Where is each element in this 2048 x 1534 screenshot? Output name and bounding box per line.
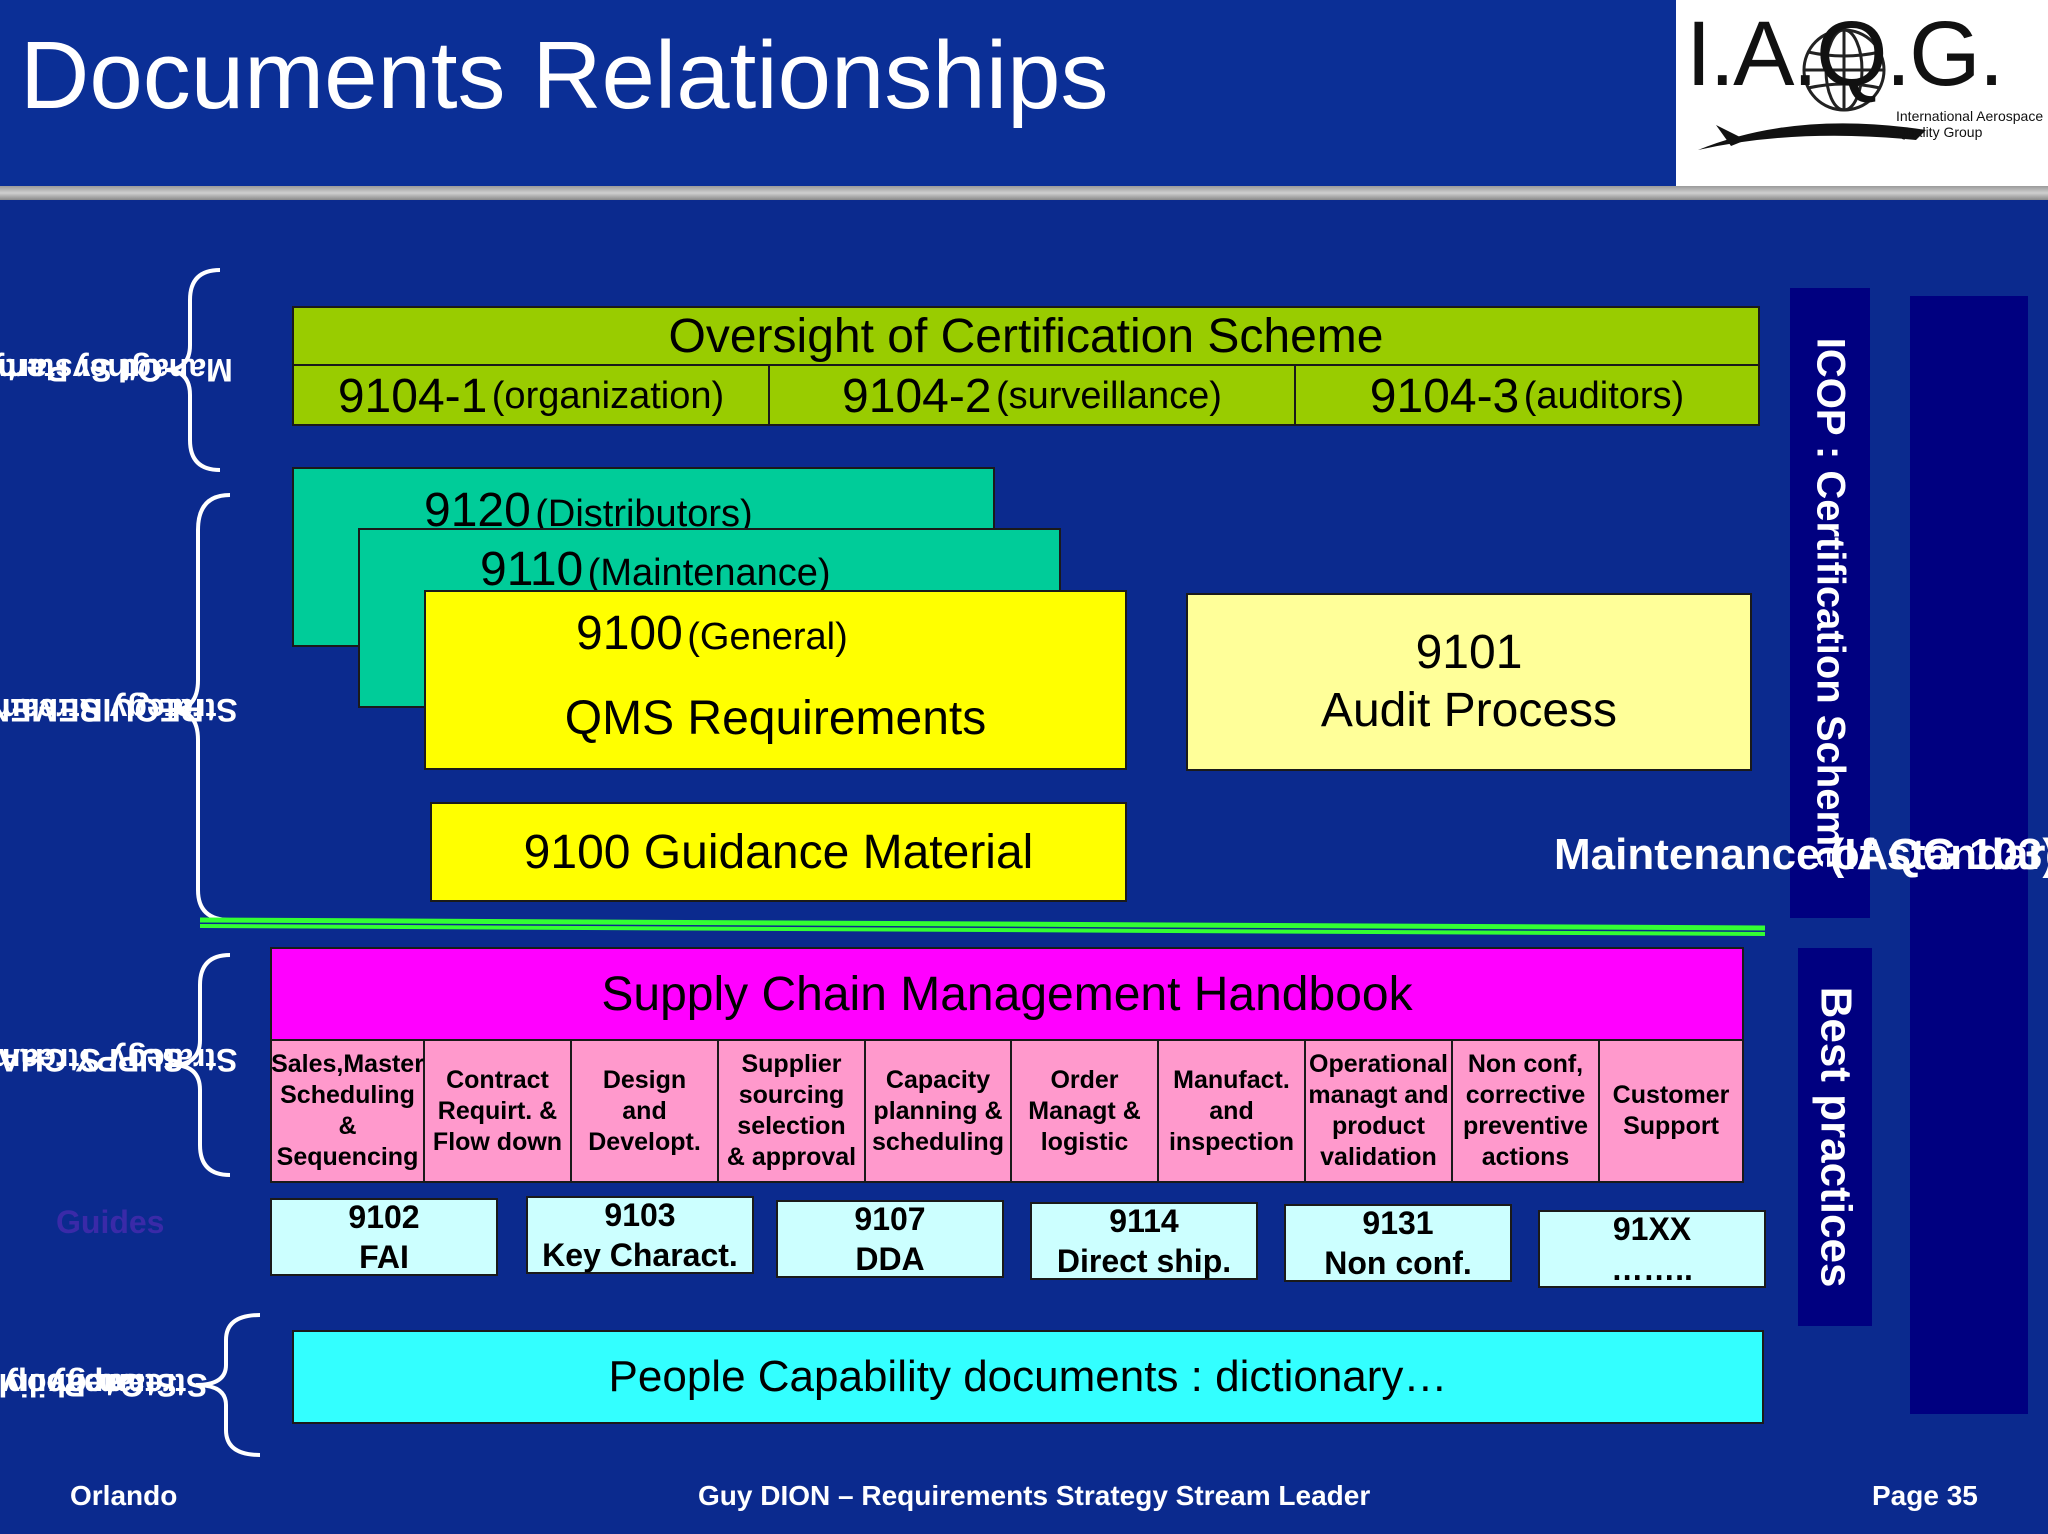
guides-label: Guides	[56, 1204, 165, 1240]
general-box: 9100 (General) QMS Requirements	[424, 590, 1127, 770]
oversight-title: Oversight of Certification Scheme	[668, 309, 1384, 363]
guide-desc: Non conf.	[1324, 1245, 1472, 1281]
audit-process-box: 9101 Audit Process	[1186, 593, 1752, 771]
cell-design-development: Design and Developt.	[572, 1041, 719, 1181]
audit-number: 9101	[1415, 626, 1523, 679]
footer-presenter: Guy DION – Requirements Strategy Stream …	[698, 1480, 1371, 1511]
oversight-part-desc: (organization)	[491, 374, 725, 417]
guide-desc: DDA	[855, 1241, 925, 1277]
best-practices-bar: Best practices	[1798, 948, 1872, 1326]
header-divider	[0, 186, 2048, 200]
standard-number: 9100	[576, 607, 683, 660]
logo-mark: I.A.Q.G.	[1686, 3, 2004, 105]
cell-manufacturing-inspection: Manufact. and inspection	[1159, 1041, 1306, 1181]
oversight-part-num: 9104-1	[337, 369, 488, 423]
guide-number: 9114	[1109, 1203, 1179, 1239]
guide-number: 9103	[604, 1197, 676, 1233]
brace-people	[195, 1313, 260, 1457]
guide-number: 9131	[1362, 1205, 1434, 1241]
cell-operational-management: Operational managt and product validatio…	[1306, 1041, 1453, 1181]
cell-supplier-sourcing: Supplier sourcing selection & approval	[719, 1041, 866, 1181]
guide-desc: ……..	[1611, 1251, 1693, 1287]
icop-label: ICOP : Certification Scheme	[1808, 337, 1853, 869]
oversight-divider	[294, 364, 1758, 366]
qms-requirements-label: QMS Requirements	[564, 691, 987, 745]
cell-contract-requirements: Contract Requirt. & Flow down	[425, 1041, 572, 1181]
brace-supply-chain	[171, 953, 231, 1177]
globe-icon	[1698, 28, 1926, 150]
logo-caption-line2: Quality Group	[1896, 124, 1983, 140]
cell-nonconformity-actions: Non conf, corrective preventive actions	[1453, 1041, 1600, 1181]
icop-certification-bar: ICOP : Certification Scheme	[1790, 288, 1870, 918]
stream-label-requirements: REQUIREMENTSStrategy Stream	[0, 560, 238, 860]
guide-desc: Direct ship.	[1056, 1243, 1232, 1279]
slide-header	[0, 0, 1676, 186]
best-practices-label: Best practices	[1811, 986, 1861, 1288]
guidance-material-box: 9100 Guidance Material	[430, 802, 1127, 902]
logo-caption-line1: International Aerospace	[1896, 108, 2044, 124]
brace-other-party	[164, 268, 221, 472]
footer-location: Orlando	[70, 1480, 178, 1511]
footer-page-number: Page 35	[1872, 1480, 1978, 1511]
supply-chain-cells: Sales,Master Scheduling & Sequencing Con…	[271, 1041, 1742, 1181]
logo-caption: International Aerospace Quality Group	[1896, 108, 2043, 140]
audit-desc: Audit Process	[1320, 684, 1618, 737]
guide-number: 9107	[854, 1201, 926, 1237]
maintenance-line: (IAQG 103)	[1829, 830, 2048, 879]
oversight-part-num: 9104-3	[1369, 369, 1520, 423]
oversight-part-organization: 9104-1 (organization)	[294, 366, 770, 426]
supply-chain-box: Supply Chain Management Handbook Sales,M…	[270, 947, 1744, 1183]
guide-91xx: 91XX ……..	[1538, 1210, 1766, 1288]
oversight-part-auditors: 9104-3 (auditors)	[1296, 366, 1758, 426]
supply-chain-title: Supply Chain Management Handbook	[272, 949, 1742, 1041]
maintenance-standards-bar: Maintenance of standards issued by IAQG(…	[1554, 296, 2048, 1414]
oversight-part-desc: (surveillance)	[995, 374, 1222, 417]
general-label: 9100 (General)	[576, 606, 848, 661]
standard-desc: (General)	[687, 616, 848, 658]
people-capability-box: People Capability documents : dictionary…	[292, 1330, 1764, 1424]
cell-customer-support: Customer Support	[1612, 1081, 1730, 1140]
guide-number: 9102	[348, 1199, 420, 1235]
guide-desc: Key Charact.	[542, 1237, 738, 1273]
standard-number: 9110	[480, 543, 584, 596]
stream-label-supply-chain: SUPPY CHAINStrategy Stream	[0, 920, 238, 1200]
brace-requirements	[171, 493, 231, 922]
cell-sales-scheduling: Sales,Master Scheduling & Sequencing	[271, 1041, 425, 1181]
oversight-box: Oversight of Certification Scheme 9104-1…	[292, 306, 1760, 426]
guide-number: 91XX	[1612, 1211, 1692, 1247]
maintenance-label: Maintenance of standards issued by IAQG(…	[1554, 414, 2048, 1297]
slide-title: Documents Relationships	[20, 22, 1109, 129]
stream-divider-line	[200, 917, 1766, 936]
iaqg-logo: I.A.Q.G. International Aerospace Quality…	[1676, 0, 2048, 186]
standard-desc: (Maintenance)	[587, 552, 831, 594]
cell-order-management: Order Managt & logistic	[1012, 1041, 1159, 1181]
cell-capacity-planning: Capacity planning & scheduling	[866, 1041, 1012, 1181]
maintenance-label: 9110 (Maintenance)	[480, 542, 831, 597]
oversight-part-desc: (auditors)	[1523, 374, 1685, 417]
oversight-part-surveillance: 9104-2 (surveillance)	[770, 366, 1296, 426]
stream-label-people: PeopleCapabiliyStrategyStream	[0, 1310, 207, 1460]
guide-desc: FAI	[359, 1239, 409, 1275]
oversight-part-num: 9104-2	[842, 369, 992, 423]
